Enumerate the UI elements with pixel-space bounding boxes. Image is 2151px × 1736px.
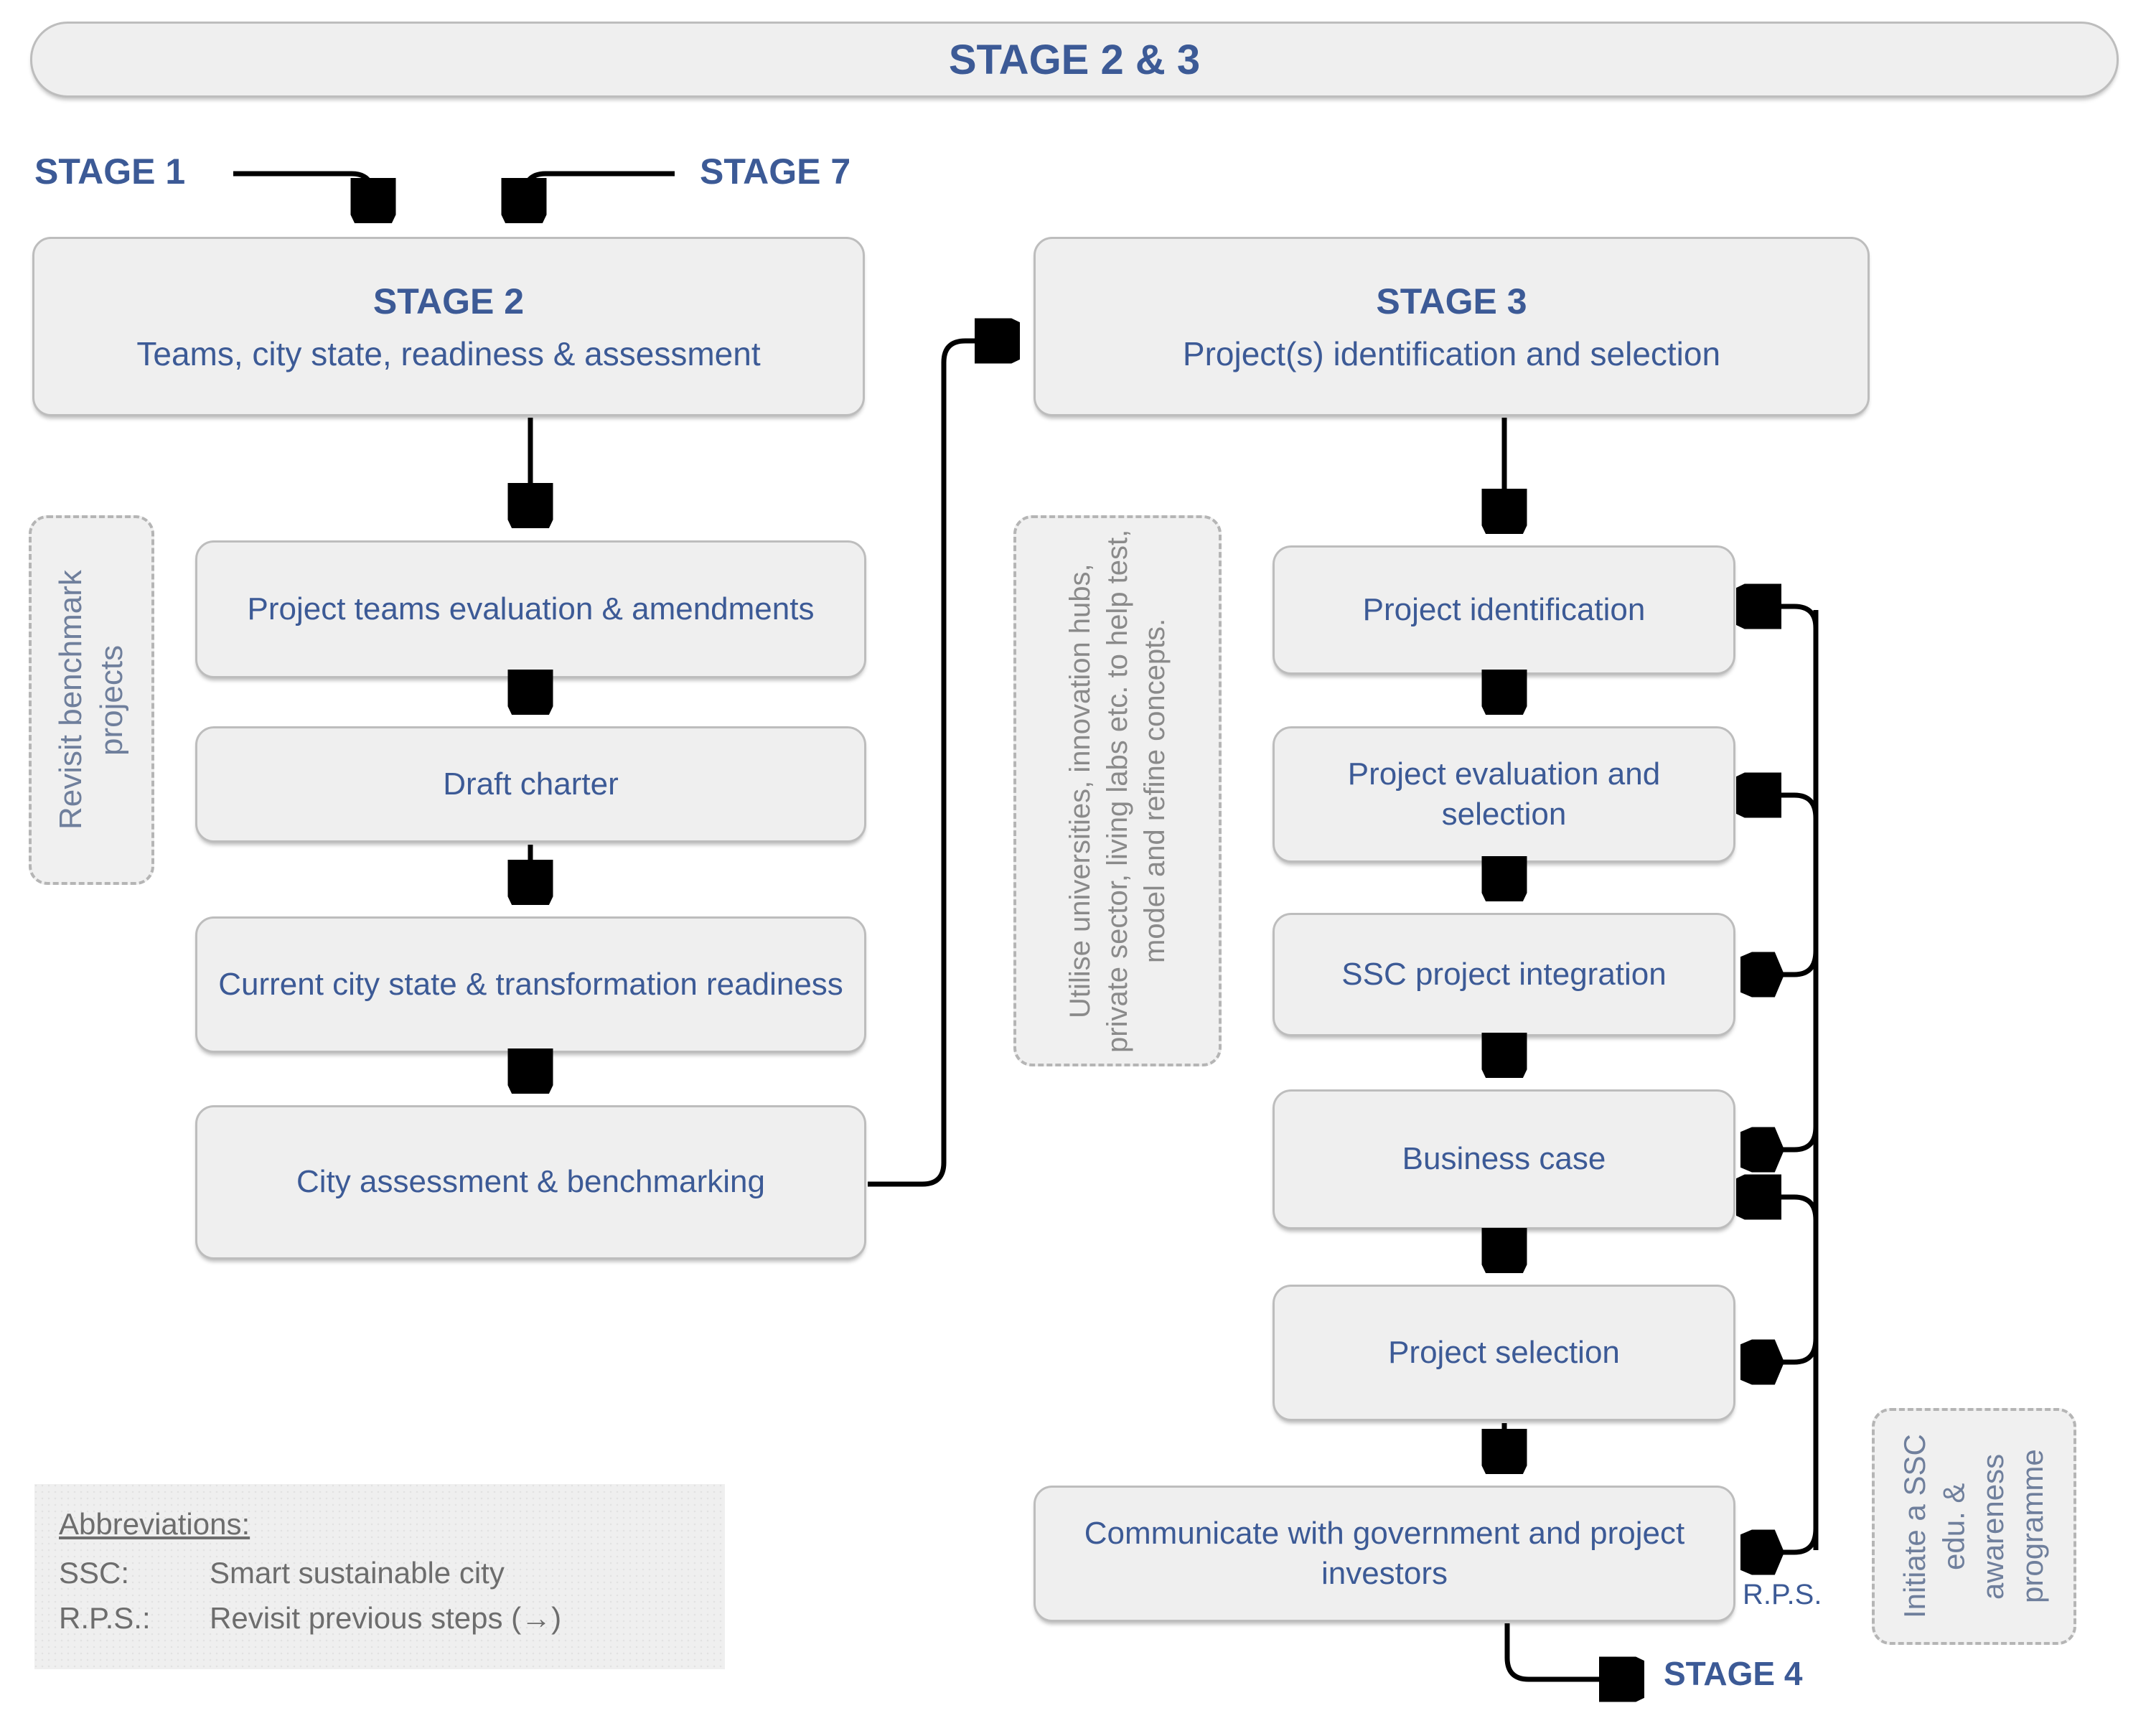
abbr-value: Revisit previous steps (→) bbox=[210, 1601, 562, 1636]
step-project-teams-evaluation[interactable]: Project teams evaluation & amendments bbox=[195, 540, 866, 678]
step-label: Draft charter bbox=[443, 766, 619, 802]
arrow-return-to-business-case bbox=[1744, 1197, 1819, 1221]
arrow-city-assessment-to-stage3 bbox=[868, 341, 1012, 1187]
stage-2-title: STAGE 2 bbox=[372, 281, 525, 322]
step-label: Project teams evaluation & amendments bbox=[247, 591, 815, 627]
note-initiate-ssc-programme: Initiate a SSC edu. & awareness programm… bbox=[1872, 1408, 2076, 1645]
arrow-stage7-to-stage2 bbox=[524, 171, 675, 215]
entry-label-stage-7: STAGE 7 bbox=[700, 151, 851, 192]
step-project-selection[interactable]: Project selection bbox=[1273, 1285, 1735, 1421]
table-row: SSC: Smart sustainable city bbox=[59, 1550, 561, 1596]
stage-3-title: STAGE 3 bbox=[1376, 281, 1527, 322]
step-label: Project selection bbox=[1388, 1334, 1620, 1370]
stage-2-header-box[interactable]: STAGE 2 Teams, city state, readiness & a… bbox=[32, 237, 865, 416]
stage-3-header-box[interactable]: STAGE 3 Project(s) identification and se… bbox=[1034, 237, 1870, 416]
step-current-city-state[interactable]: Current city state & transformation read… bbox=[195, 916, 866, 1053]
abbreviations-heading: Abbreviations: bbox=[59, 1507, 250, 1541]
step-label: Project evaluation and selection bbox=[1347, 756, 1661, 832]
note-text: Utilise universities, innovation hubs, p… bbox=[1064, 529, 1171, 1053]
arrow-return-to-project-evaluation bbox=[1744, 795, 1819, 819]
step-communicate-government-investors[interactable]: Communicate with government and project … bbox=[1034, 1486, 1735, 1622]
arrow-project-selection-to-return-trunk bbox=[1745, 1338, 1819, 1362]
entry-label-stage-1: STAGE 1 bbox=[34, 151, 186, 192]
step-label: SSC project integration bbox=[1341, 956, 1667, 992]
abbreviations-table: SSC: Smart sustainable city R.P.S.: Revi… bbox=[59, 1550, 561, 1641]
note-text: Revisit benchmark projects bbox=[53, 570, 130, 830]
step-project-identification[interactable]: Project identification bbox=[1273, 545, 1735, 675]
note-text: Initiate a SSC edu. & awareness programm… bbox=[1898, 1434, 2050, 1619]
stage-3-subtitle: Project(s) identification and selection bbox=[1182, 334, 1721, 372]
step-city-assessment-benchmarking[interactable]: City assessment & benchmarking bbox=[195, 1105, 866, 1259]
note-utilise-universities: Utilise universities, innovation hubs, p… bbox=[1013, 515, 1222, 1066]
arrow-business-case-to-return-trunk bbox=[1745, 1126, 1819, 1150]
step-project-evaluation-selection[interactable]: Project evaluation and selection bbox=[1273, 726, 1735, 863]
exit-label-stage-4: STAGE 4 bbox=[1664, 1655, 1803, 1692]
abbreviations-panel: Abbreviations: SSC: Smart sustainable ci… bbox=[34, 1484, 725, 1669]
step-label: Communicate with government and project … bbox=[1084, 1515, 1685, 1591]
stage-banner-title: STAGE 2 & 3 bbox=[948, 36, 1201, 83]
note-revisit-benchmark-projects: Revisit benchmark projects bbox=[29, 515, 154, 885]
stage-2-subtitle: Teams, city state, readiness & assessmen… bbox=[136, 334, 761, 372]
arrow-communicate-to-return-trunk bbox=[1745, 1528, 1819, 1552]
step-label: Project identification bbox=[1362, 591, 1646, 627]
abbr-key: SSC: bbox=[59, 1555, 130, 1590]
step-label: Business case bbox=[1402, 1141, 1606, 1177]
step-draft-charter[interactable]: Draft charter bbox=[195, 726, 866, 843]
step-ssc-project-integration[interactable]: SSC project integration bbox=[1273, 913, 1735, 1036]
step-label: City assessment & benchmarking bbox=[296, 1164, 765, 1200]
table-row: R.P.S.: Revisit previous steps (→) bbox=[59, 1595, 561, 1641]
stage-banner: STAGE 2 & 3 bbox=[30, 22, 2119, 98]
abbr-key: R.P.S.: bbox=[59, 1601, 151, 1636]
arrow-communicate-to-stage4 bbox=[1504, 1623, 1636, 1679]
abbr-value: Smart sustainable city bbox=[210, 1555, 505, 1590]
arrow-ssc-integration-to-return-trunk bbox=[1745, 950, 1819, 975]
arrow-return-to-project-identification bbox=[1744, 606, 1819, 632]
label-rps: R.P.S. bbox=[1743, 1579, 1822, 1610]
step-label: Current city state & transformation read… bbox=[218, 966, 843, 1002]
arrow-stage1-to-stage2 bbox=[233, 171, 373, 215]
step-business-case[interactable]: Business case bbox=[1273, 1089, 1735, 1229]
